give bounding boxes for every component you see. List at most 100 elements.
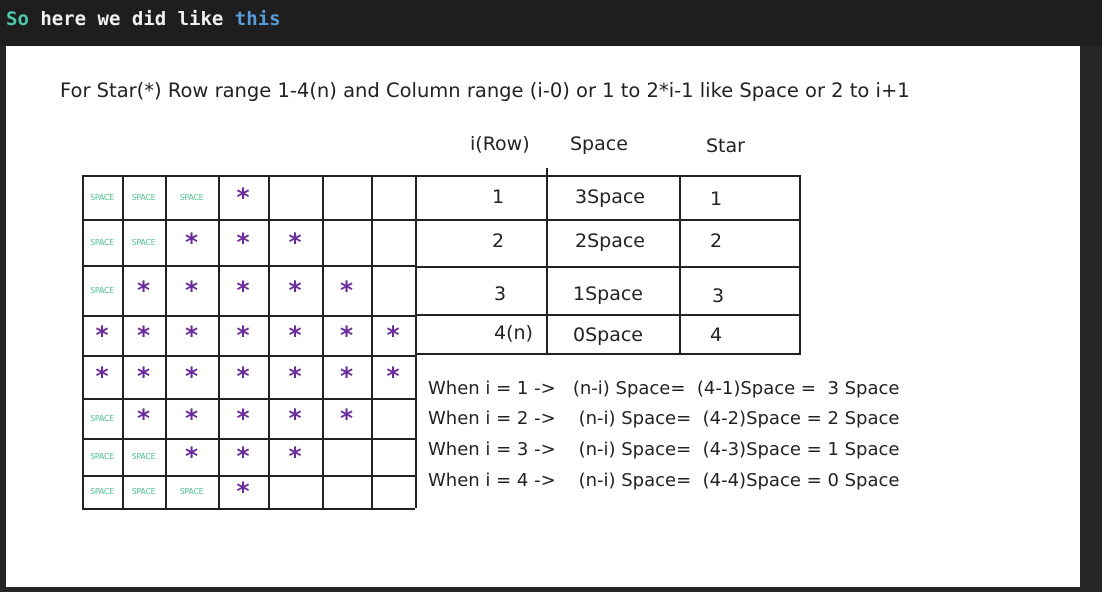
grid-cell-space: SPACE bbox=[165, 175, 218, 219]
formula-line: When i = 3 -> (n-i) Space= (4-3)Space = … bbox=[428, 439, 900, 460]
space-mark: SPACE bbox=[131, 487, 156, 496]
star-mark: * bbox=[136, 320, 151, 350]
keyword-this: this bbox=[234, 8, 281, 30]
grid-line bbox=[82, 475, 415, 477]
space-mark: SPACE bbox=[90, 237, 114, 247]
grid-cell-space: SPACE bbox=[82, 398, 122, 438]
grid-cell-space: SPACE bbox=[165, 475, 218, 508]
star-mark: * bbox=[184, 227, 199, 257]
table-rule bbox=[416, 266, 800, 268]
space-mark: SPACE bbox=[90, 487, 114, 496]
grid-cell-star: * bbox=[218, 355, 268, 398]
grid-line bbox=[82, 315, 415, 317]
star-mark: * bbox=[236, 403, 250, 433]
grid-line bbox=[122, 175, 124, 508]
grid-cell-star: * bbox=[122, 265, 165, 315]
table-rule bbox=[416, 219, 800, 221]
grid-cell-space: SPACE bbox=[122, 438, 165, 475]
table-cell: 1 bbox=[710, 188, 723, 210]
star-mark: * bbox=[184, 403, 199, 433]
code-header: So here we did like this bbox=[0, 0, 1102, 46]
star-mark: * bbox=[136, 275, 151, 305]
grid-line bbox=[371, 175, 373, 508]
star-mark: * bbox=[288, 403, 302, 433]
grid-cell-star: * bbox=[82, 355, 122, 398]
grid-cell-star: * bbox=[218, 175, 268, 219]
star-mark: * bbox=[136, 403, 151, 433]
grid-cell-star: * bbox=[165, 438, 218, 475]
grid-cell-star: * bbox=[82, 315, 122, 355]
grid-cell-star: * bbox=[268, 265, 322, 315]
table-cell: 4(n) bbox=[494, 322, 533, 344]
star-mark: * bbox=[288, 442, 302, 471]
table-rule bbox=[416, 314, 800, 316]
star-mark: * bbox=[339, 275, 354, 305]
grid-cell-star: * bbox=[268, 355, 322, 398]
star-mark: * bbox=[236, 477, 250, 506]
grid-line bbox=[415, 175, 417, 508]
grid-line bbox=[82, 175, 415, 177]
grid-line bbox=[268, 175, 270, 508]
grid-cell-star: * bbox=[165, 355, 218, 398]
table-divider bbox=[679, 175, 681, 355]
grid-cell-star: * bbox=[218, 315, 268, 355]
grid-cell-space: SPACE bbox=[82, 265, 122, 315]
space-mark: SPACE bbox=[131, 452, 156, 461]
star-mark: * bbox=[184, 275, 199, 305]
grid-cell-space: SPACE bbox=[82, 219, 122, 265]
grid-cell-star: * bbox=[218, 475, 268, 508]
grid-cell-space: SPACE bbox=[122, 175, 165, 219]
star-mark: * bbox=[236, 275, 250, 305]
grid-cell-star: * bbox=[165, 315, 218, 355]
star-mark: * bbox=[236, 182, 250, 212]
star-mark: * bbox=[288, 275, 302, 305]
space-mark: SPACE bbox=[90, 413, 114, 423]
star-mark: * bbox=[236, 320, 250, 350]
grid-cell-star: * bbox=[122, 398, 165, 438]
space-mark: SPACE bbox=[90, 452, 114, 461]
formula-line: When i = 2 -> (n-i) Space= (4-2)Space = … bbox=[428, 408, 900, 429]
grid-cell-space: SPACE bbox=[122, 219, 165, 265]
table-cell: 3Space bbox=[575, 186, 645, 208]
grid-cell-star: * bbox=[165, 398, 218, 438]
star-mark: * bbox=[136, 362, 151, 391]
table-header-star: Star bbox=[706, 135, 745, 157]
table-cell: 2 bbox=[492, 230, 505, 252]
formula-line: When i = 4 -> (n-i) Space= (4-4)Space = … bbox=[428, 470, 900, 491]
table-cell: 2 bbox=[710, 230, 723, 252]
grid-cell-star: * bbox=[218, 398, 268, 438]
grid-line bbox=[165, 175, 167, 508]
grid-cell-space: SPACE bbox=[82, 175, 122, 219]
space-mark: SPACE bbox=[90, 285, 114, 295]
space-mark: SPACE bbox=[90, 192, 114, 202]
table-header-space: Space bbox=[570, 133, 628, 155]
star-mark: * bbox=[184, 442, 199, 471]
grid-cell-star: * bbox=[218, 219, 268, 265]
grid-cell-star: * bbox=[268, 219, 322, 265]
star-mark: * bbox=[236, 362, 250, 391]
star-mark: * bbox=[95, 362, 109, 391]
formula-line: When i = 1 -> (n-i) Space= (4-1)Space = … bbox=[428, 378, 900, 399]
space-mark: SPACE bbox=[131, 237, 156, 247]
grid-line bbox=[82, 265, 415, 267]
star-mark: * bbox=[386, 362, 400, 391]
table-cell: 4 bbox=[710, 324, 723, 346]
star-mark: * bbox=[236, 442, 250, 471]
star-mark: * bbox=[288, 227, 302, 257]
grid-cell-star: * bbox=[322, 355, 371, 398]
table-cell: 2Space bbox=[575, 230, 645, 252]
grid-cell-star: * bbox=[371, 355, 415, 398]
note-title: For Star(*) Row range 1-4(n) and Column … bbox=[60, 79, 910, 102]
table-cell: 3 bbox=[712, 285, 725, 307]
grid-cell-star: * bbox=[268, 315, 322, 355]
grid-cell-star: * bbox=[322, 315, 371, 355]
table-border bbox=[799, 175, 801, 355]
grid-cell-star: * bbox=[268, 398, 322, 438]
code-line: So here we did like this bbox=[6, 6, 281, 32]
grid-line bbox=[82, 175, 84, 508]
star-mark: * bbox=[339, 362, 354, 391]
star-mark: * bbox=[288, 362, 302, 391]
grid-line bbox=[82, 438, 415, 440]
grid-cell-star: * bbox=[122, 355, 165, 398]
grid-cell-star: * bbox=[268, 438, 322, 475]
